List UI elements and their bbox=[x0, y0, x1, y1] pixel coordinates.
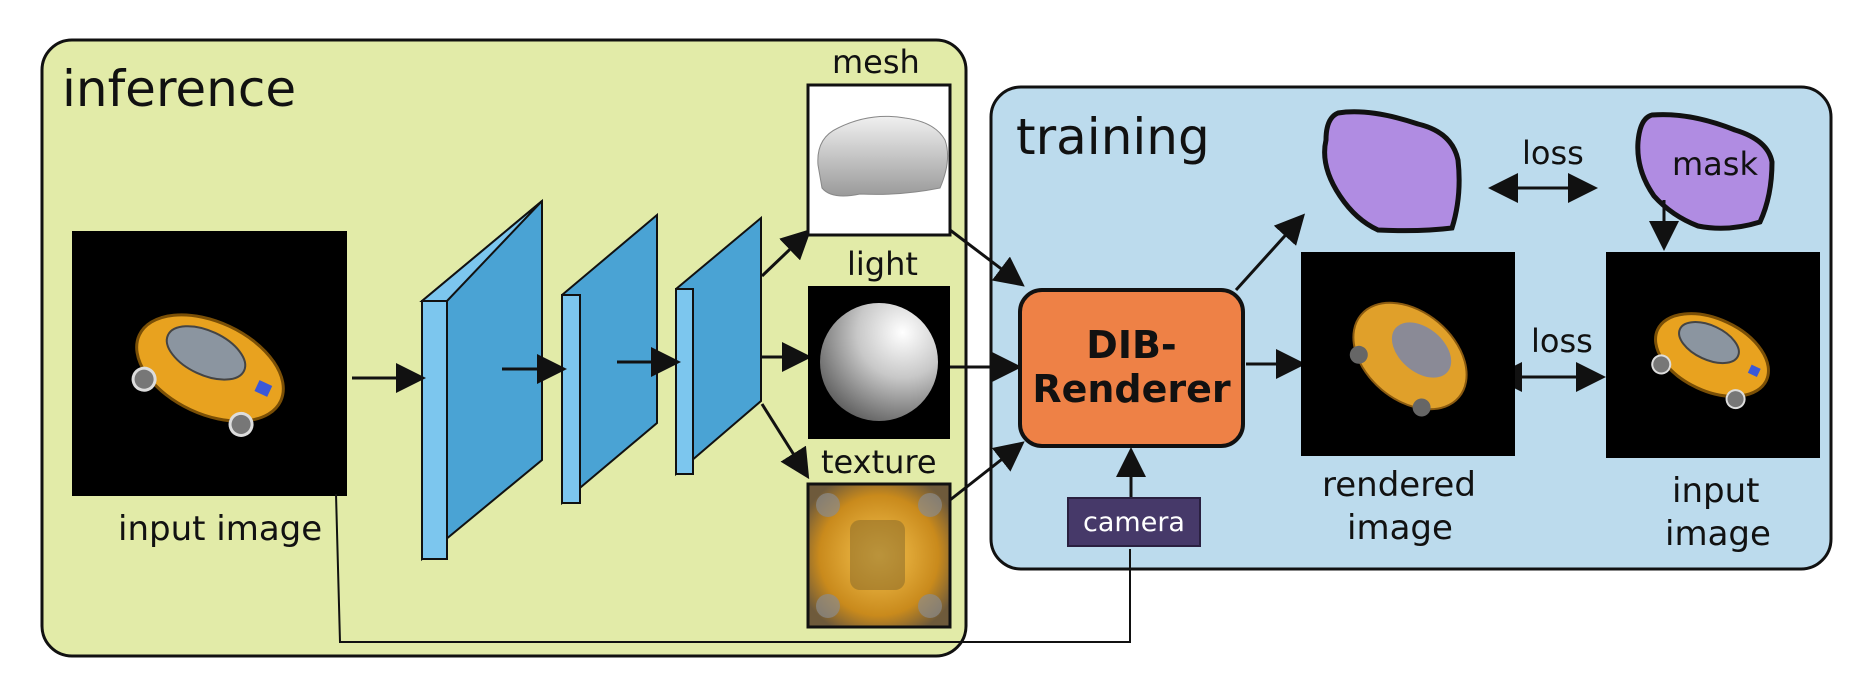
encoder-block-3 bbox=[675, 215, 762, 477]
rendered-image bbox=[1301, 252, 1515, 456]
encoder-block-1 bbox=[419, 198, 543, 562]
mesh-thumbnail bbox=[806, 83, 952, 237]
loss-label-mid: loss bbox=[1531, 322, 1593, 360]
mask-label: mask bbox=[1672, 145, 1758, 183]
rendered-caption-line-1: rendered bbox=[1322, 465, 1476, 505]
input-image-left-caption: input image bbox=[118, 509, 323, 549]
renderer-line-1: DIB- bbox=[1086, 323, 1177, 368]
arrow-renderer-to-silhouette bbox=[1234, 213, 1306, 292]
encoder-block-2 bbox=[561, 212, 658, 506]
input-image-left bbox=[72, 231, 347, 496]
input-right-caption-line-1: input bbox=[1672, 471, 1760, 511]
predicted-silhouette bbox=[1322, 109, 1462, 234]
mesh-label: mesh bbox=[832, 43, 920, 81]
arrow-texture-to-renderer bbox=[949, 441, 1025, 502]
input-to-camera-path bbox=[335, 493, 1131, 643]
loss-label-top: loss bbox=[1522, 134, 1584, 172]
light-label: light bbox=[847, 245, 918, 283]
mask-silhouette bbox=[1635, 112, 1775, 231]
arrow-mesh-to-renderer bbox=[949, 228, 1025, 287]
training-title: training bbox=[1016, 108, 1210, 166]
arrow-to-mesh bbox=[760, 228, 812, 278]
input-right-caption-line-2: image bbox=[1665, 514, 1771, 554]
arrow-to-texture bbox=[760, 403, 810, 480]
renderer-line-2: Renderer bbox=[1032, 367, 1231, 411]
inference-title: inference bbox=[62, 60, 297, 118]
input-image-right bbox=[1606, 252, 1820, 458]
texture-label: texture bbox=[821, 443, 937, 481]
camera-box: camera bbox=[1067, 497, 1201, 547]
dib-renderer-box: DIB- Renderer bbox=[1018, 288, 1245, 448]
texture-thumbnail bbox=[806, 482, 952, 629]
rendered-caption-line-2: image bbox=[1347, 508, 1453, 548]
light-thumbnail bbox=[808, 286, 950, 439]
